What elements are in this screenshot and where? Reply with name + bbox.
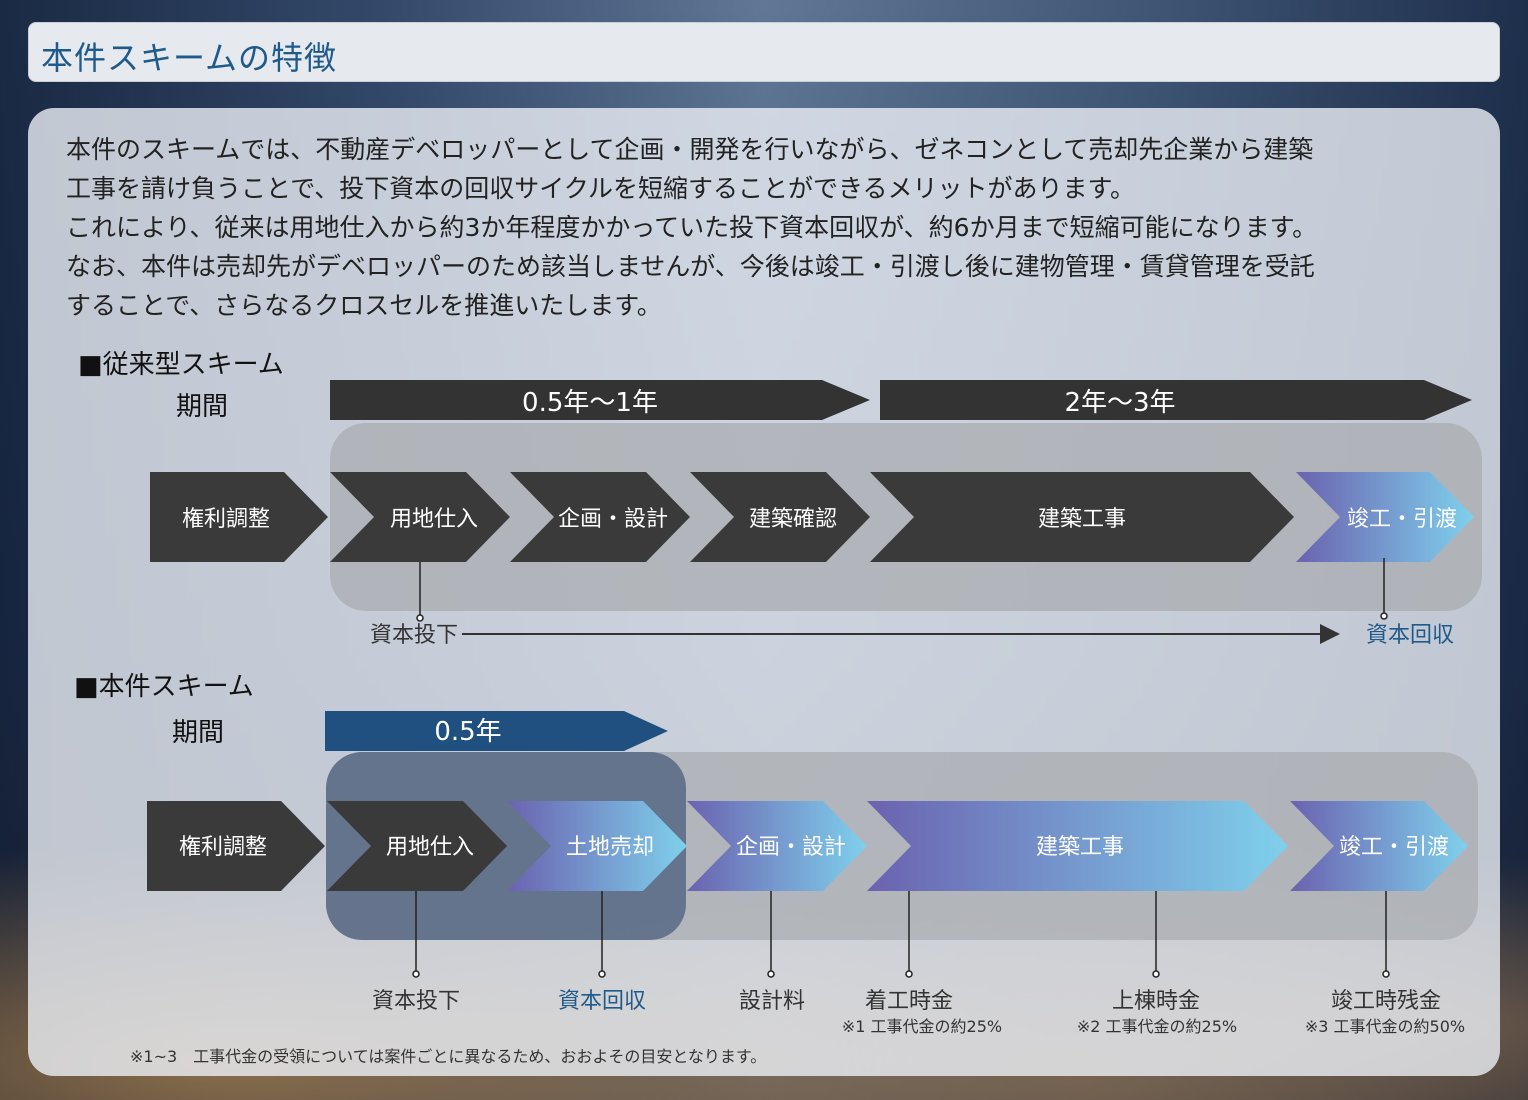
conventional-period-label: 期間 [176, 392, 229, 422]
conventional-step-plan [510, 472, 690, 562]
conventional-step-plan-label: 企画・設計 [558, 507, 668, 532]
conventional-process-band [330, 423, 1482, 611]
proposed-dot-frame [1152, 970, 1160, 978]
page-title: 本件スキームの特徴 [41, 39, 338, 77]
header-bar: 本件スキームの特徴 [28, 22, 1500, 82]
intro-line: 本件のスキームでは、不動産デベロッパーとして企画・開発を行いながら、ゼネコンとし… [66, 135, 1314, 164]
proposed-milestone-start: 着工時金 [865, 989, 953, 1014]
proposed-step-completion-label: 竣工・引渡 [1339, 835, 1449, 860]
proposed-step-plan [687, 801, 867, 891]
proposed-period-label: 期間 [172, 718, 225, 748]
proposed-step-rights [147, 801, 325, 891]
conventional-invest-dot [416, 614, 424, 622]
intro-line: 工事を請け負うことで、投下資本の回収サイクルを短縮することができるメリットがあり… [66, 174, 1136, 203]
intro-line: することで、さらなるクロスセルを推進いたします。 [66, 291, 662, 320]
proposed-dot-recover [598, 970, 606, 978]
conventional-step-confirm [690, 472, 870, 562]
conventional-step-rights [150, 472, 328, 562]
conventional-recover-dot [1380, 612, 1388, 620]
proposed-step-land [327, 801, 507, 891]
conventional-step-completion [1296, 472, 1474, 562]
proposed-dot-final [1382, 970, 1390, 978]
conventional-invest-label: 資本投下 [370, 623, 458, 648]
proposed-milestone-final: 竣工時残金 [1331, 989, 1441, 1014]
proposed-step-completion [1290, 801, 1468, 891]
proposed-subnote-1: ※1 工事代金の約25% [842, 1017, 1002, 1036]
conventional-period-text-1: 0.5年〜1年 [522, 388, 658, 418]
proposed-milestone-design-fee: 設計料 [739, 989, 805, 1014]
intro-line: なお、本件は売却先がデベロッパーのため該当しませんが、今後は竣工・引渡し後に建物… [66, 252, 1315, 281]
proposed-step-construction [867, 801, 1288, 891]
conventional-step-confirm-label: 建築確認 [749, 507, 837, 532]
conventional-step-rights-label: 権利調整 [182, 507, 270, 532]
proposed-step-land-label: 用地仕入 [386, 835, 474, 860]
conventional-step-construction-label: 建築工事 [1038, 507, 1126, 532]
proposed-step-plan-label: 企画・設計 [736, 835, 846, 860]
proposed-milestone-recover: 資本回収 [558, 989, 646, 1014]
proposed-subnote-3: ※3 工事代金の約50% [1305, 1017, 1465, 1036]
conventional-period-bar-2 [880, 380, 1472, 420]
proposed-milestone-invest: 資本投下 [372, 989, 460, 1014]
intro-line: これにより、従来は用地仕入から約3か年程度かかっていた投下資本回収が、約6か月ま… [66, 213, 1318, 242]
proposed-step-sale [507, 801, 687, 891]
proposed-dot-start [905, 970, 913, 978]
conventional-step-completion-label: 竣工・引渡 [1347, 507, 1457, 532]
proposed-dot-design-fee [767, 970, 775, 978]
conventional-period-bar-1 [330, 380, 870, 420]
proposed-step-construction-label: 建築工事 [1036, 835, 1124, 860]
intro-text: 本件のスキームでは、不動産デベロッパーとして企画・開発を行いながら、ゼネコンとし… [66, 130, 1486, 325]
conventional-period-text-2: 2年〜3年 [1064, 388, 1175, 418]
conventional-step-land-label: 用地仕入 [390, 507, 478, 532]
proposed-subnote-2: ※2 工事代金の約25% [1077, 1017, 1237, 1036]
proposed-step-sale-label: 土地売却 [566, 835, 654, 860]
proposed-period-bar [325, 711, 668, 751]
proposed-dot-invest [412, 970, 420, 978]
proposed-milestone-frame: 上棟時金 [1112, 989, 1200, 1014]
proposed-step-rights-label: 権利調整 [179, 835, 267, 860]
conventional-step-construction [870, 472, 1294, 562]
conventional-recover-label: 資本回収 [1366, 623, 1454, 648]
conventional-scheme-title: ■従来型スキーム [78, 350, 284, 380]
conventional-step-land [330, 472, 510, 562]
footnote: ※1~3 工事代金の受領については案件ごとに異なるため、おおよその目安となります… [130, 1047, 767, 1066]
proposed-period-text: 0.5年 [434, 717, 501, 747]
proposed-scheme-title: ■本件スキーム [74, 672, 254, 702]
